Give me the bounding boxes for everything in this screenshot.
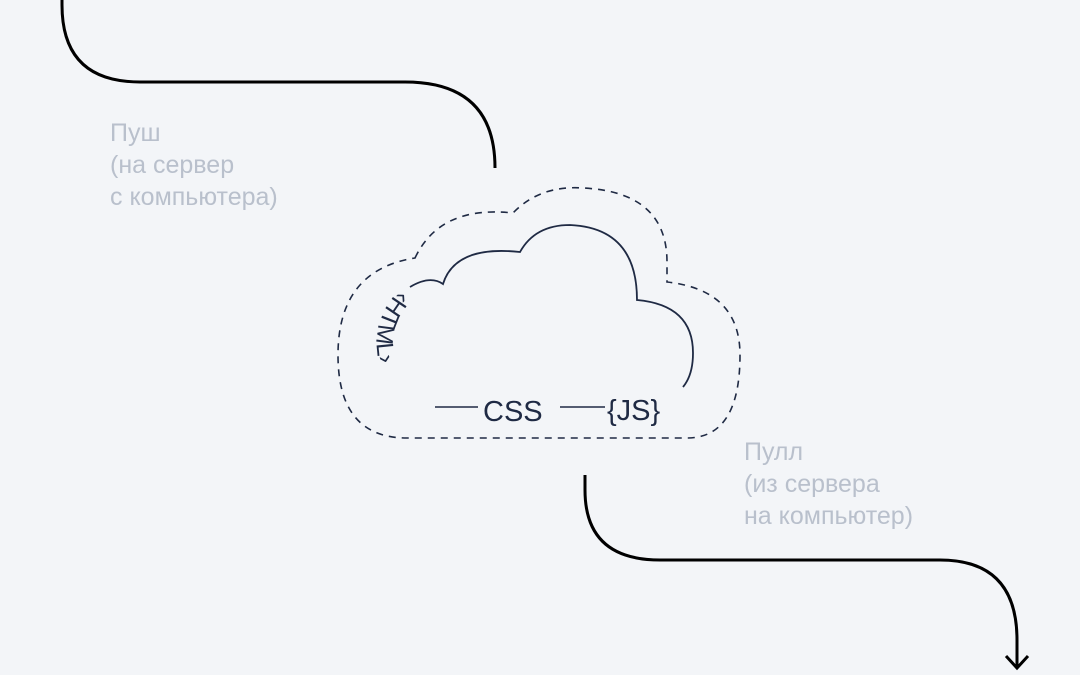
pull-flow-line xyxy=(583,475,1019,668)
push-label-line: с компьютера) xyxy=(110,183,278,211)
cloud-dashed-outline xyxy=(337,186,741,439)
arrow-down-icon xyxy=(1004,654,1030,671)
pull-label: Пулл (из сервера на компьютер) xyxy=(744,436,913,532)
pull-label-line: на компьютер) xyxy=(744,502,914,530)
cloud-outline xyxy=(409,224,694,388)
pull-label-line: Пулл xyxy=(744,438,804,466)
js-label: {JS} xyxy=(607,395,661,427)
push-label: Пуш (на сервер с компьютера) xyxy=(110,117,278,213)
css-label: CSS xyxy=(483,396,543,428)
pull-label-line: (из сервера xyxy=(744,470,880,498)
push-label-line: Пуш xyxy=(110,119,161,147)
push-label-line: (на сервер xyxy=(110,151,235,179)
push-flow-line xyxy=(60,0,497,169)
html-label: ‹HTML› xyxy=(370,286,415,366)
